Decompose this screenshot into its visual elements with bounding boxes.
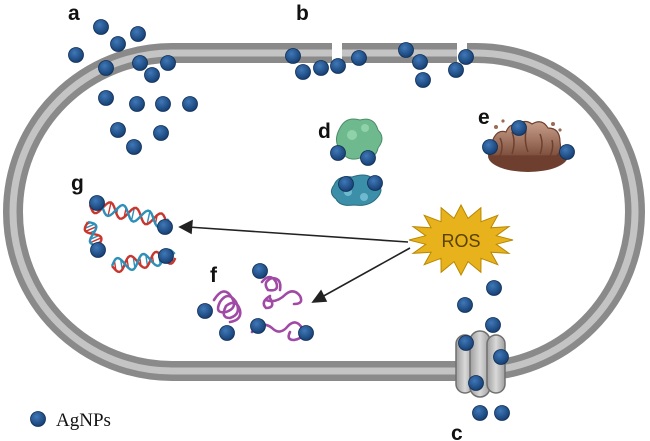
label-f: f [210, 264, 218, 287]
damaged-organelle [487, 119, 568, 172]
silver-nanoparticle [158, 248, 174, 264]
arrow-to-protein-head [311, 289, 328, 303]
silver-nanoparticle [197, 303, 213, 319]
silver-nanoparticle [485, 317, 501, 333]
silver-nanoparticle [155, 96, 171, 112]
denatured-proteins [212, 275, 305, 342]
silver-nanoparticle [252, 263, 268, 279]
legend-nanoparticle-icon [30, 411, 46, 427]
silver-nanoparticle [559, 144, 575, 160]
silver-nanoparticle [153, 125, 169, 141]
label-b: b [296, 2, 309, 25]
dna-strand [89, 198, 170, 229]
dna-base-pair [84, 223, 95, 229]
dna-base-pair [130, 207, 135, 221]
arrow-to-dna-head [178, 219, 193, 235]
label-g: g [71, 172, 84, 195]
silver-nanoparticle [398, 42, 414, 58]
silver-nanoparticle [219, 325, 235, 341]
ros-burst: ROS [408, 203, 514, 277]
silver-nanoparticle [313, 60, 329, 76]
label-d: d [318, 120, 331, 143]
silver-nanoparticle [98, 90, 114, 106]
silver-nanoparticle [482, 139, 498, 155]
silver-nanoparticles [68, 19, 575, 421]
silver-nanoparticle [458, 335, 474, 351]
silver-nanoparticle [493, 349, 509, 365]
silver-nanoparticle [285, 48, 301, 64]
silver-nanoparticle [93, 19, 109, 35]
silver-nanoparticle [182, 96, 198, 112]
silver-nanoparticle [367, 175, 383, 191]
ros-label: ROS [441, 231, 480, 251]
silver-nanoparticle [330, 145, 346, 161]
silver-nanoparticle [144, 67, 160, 83]
silver-nanoparticle [494, 405, 510, 421]
silver-nanoparticle [132, 55, 148, 71]
silver-nanoparticle [126, 139, 142, 155]
label-c: c [451, 422, 463, 441]
silver-nanoparticle [468, 375, 484, 391]
label-e: e [478, 106, 490, 129]
dna-base-pair [85, 226, 97, 232]
dna-base-pair [90, 237, 102, 244]
silver-nanoparticle [351, 50, 367, 66]
dna-base-pair [146, 211, 151, 225]
silver-nanoparticle [250, 318, 266, 334]
silver-nanoparticle [486, 280, 502, 296]
silver-nanoparticle [458, 49, 474, 65]
silver-nanoparticle [110, 36, 126, 52]
silver-nanoparticle [98, 60, 114, 76]
label-a: a [68, 2, 80, 25]
dna-double-helix [83, 198, 177, 274]
arrow-to-dna [187, 226, 409, 243]
silver-nanoparticle [110, 122, 126, 138]
silver-nanoparticle [415, 72, 431, 88]
panel-labels: a b c d e f g [68, 2, 490, 441]
legend-label: AgNPs [56, 410, 111, 431]
arrows [178, 219, 411, 303]
dna-base-pair [107, 202, 112, 217]
silver-nanoparticle [448, 62, 464, 78]
silver-nanoparticle [160, 55, 176, 71]
silver-nanoparticle [457, 297, 473, 313]
silver-nanoparticle [338, 176, 354, 192]
silver-nanoparticle [89, 195, 105, 211]
silver-nanoparticle [298, 325, 314, 341]
silver-nanoparticle [90, 242, 106, 258]
silver-nanoparticle [68, 47, 84, 63]
silver-nanoparticle [295, 64, 311, 80]
arrow-to-protein [319, 247, 411, 299]
silver-nanoparticle [157, 219, 173, 235]
silver-nanoparticle [330, 58, 346, 74]
silver-nanoparticle [360, 150, 376, 166]
legend: AgNPs [30, 410, 111, 431]
silver-nanoparticle [130, 26, 146, 42]
silver-nanoparticle [511, 120, 527, 136]
silver-nanoparticle [412, 54, 428, 70]
silver-nanoparticle [472, 405, 488, 421]
silver-nanoparticle [129, 96, 145, 112]
